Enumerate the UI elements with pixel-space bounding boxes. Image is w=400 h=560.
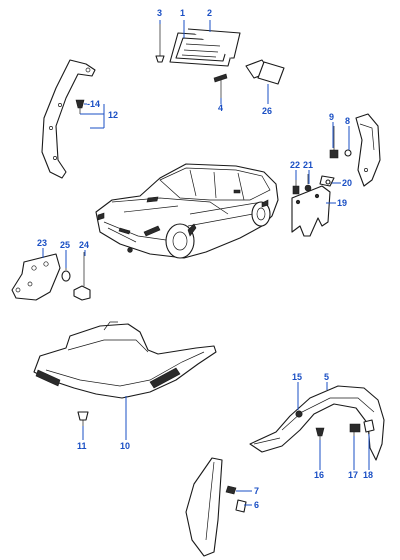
callout-10: 10 (120, 441, 131, 451)
screw-7-part (225, 485, 237, 495)
screw-3-part (155, 22, 165, 63)
callout-8: 8 (345, 116, 351, 126)
bolt-24-part (73, 252, 91, 301)
callout-9: 9 (329, 112, 335, 122)
callout-20: 20 (342, 178, 353, 188)
plate-26-part (245, 59, 285, 85)
under-cover-10-part (33, 321, 217, 399)
clip-6-part (235, 499, 247, 513)
callout-12: 12 (108, 110, 119, 120)
callout-3: 3 (157, 8, 163, 18)
callout-16: 16 (314, 470, 325, 480)
callout-4: 4 (218, 103, 224, 113)
bolt-9-part (329, 126, 352, 159)
bracket-12-part (41, 59, 96, 179)
callout-19: 19 (337, 198, 348, 208)
car-body-part (95, 163, 279, 259)
rear-flap-8-part (355, 113, 381, 187)
callout-5: 5 (324, 372, 330, 382)
callout-18: 18 (363, 470, 374, 480)
lamp-lens-part (169, 28, 241, 67)
leader-12 (80, 104, 105, 129)
front-flap-part (185, 457, 223, 557)
callout-2: 2 (207, 8, 213, 18)
callout-23: 23 (37, 238, 48, 248)
callout-1: 1 (180, 8, 186, 18)
callout-21: 21 (303, 160, 314, 170)
callout-17: 17 (348, 470, 359, 480)
callout-22: 22 (290, 160, 301, 170)
leader-lines (42, 20, 370, 506)
mud-flap-19-part (291, 185, 331, 237)
callout-7: 7 (254, 486, 260, 496)
callout-11: 11 (77, 441, 87, 451)
clip-14-part (75, 99, 85, 114)
callout-24: 24 (79, 240, 90, 250)
wheel-liner-5-part (249, 385, 385, 461)
callout-15: 15 (292, 372, 303, 382)
bracket-23-part (11, 253, 61, 301)
callout-14: -14 (87, 99, 101, 109)
callout-26: 26 (262, 106, 273, 116)
callout-6: 6 (254, 500, 260, 510)
callout-25: 25 (60, 240, 71, 250)
bolt-4-part (213, 73, 228, 100)
